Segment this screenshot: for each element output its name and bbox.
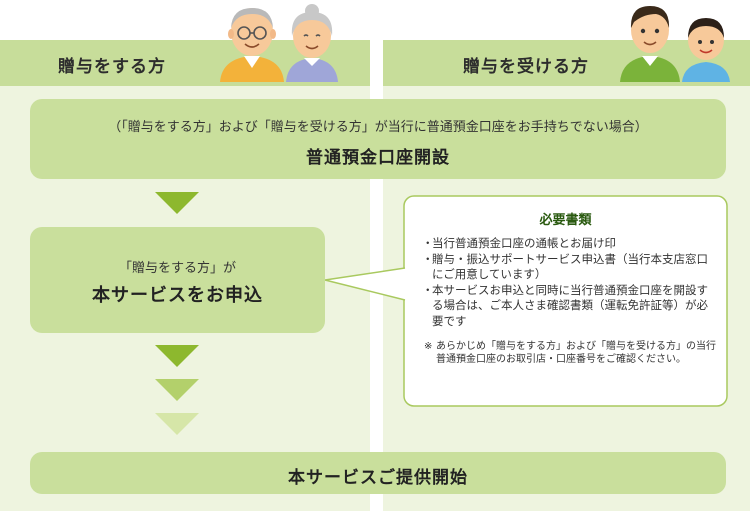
- list-item: ・当行普通預金口座の通帳とお届け印: [422, 236, 616, 250]
- down-arrow-icon: [155, 192, 199, 214]
- note-mark-icon: ※: [424, 341, 433, 352]
- list-item: ・本サービスお申込と同時に当行普通預金口座を開設する場合は、ご本人さま確認書類（…: [422, 282, 708, 328]
- giver-header-label: 贈与をする方: [58, 57, 166, 77]
- down-arrow-icon: [155, 345, 199, 367]
- step-apply-service: 「贈与をする方」が 本サービスをお申込: [30, 227, 325, 333]
- apply-action: 本サービスをお申込: [92, 285, 263, 306]
- service-start-title: 本サービスご提供開始: [288, 468, 468, 488]
- bullet-icon: ・: [422, 236, 434, 250]
- step-service-start: 本サービスご提供開始: [30, 452, 726, 494]
- down-arrow-icon: [155, 379, 199, 401]
- bullet-icon: ・: [422, 251, 434, 266]
- apply-subject: 「贈与をする方」が: [118, 261, 236, 276]
- required-documents-panel: 必要書類 ・当行普通預金口座の通帳とお届け印 ・贈与・振込サポートサービス申込書…: [404, 196, 727, 406]
- required-documents-title: 必要書類: [539, 213, 592, 228]
- step-open-account: （「贈与をする方」および「贈与を受ける方」が当行に普通預金口座をお手持ちでない場…: [30, 99, 726, 179]
- required-documents-note: ※あらかじめ「贈与をする方」および「贈与を受ける方」の当行普通預金口座のお取引店…: [424, 341, 716, 365]
- list-item: ・贈与・振込サポートサービス申込書（当行本支店窓口にご用意しています）: [422, 251, 708, 282]
- open-account-condition-note: （「贈与をする方」および「贈与を受ける方」が当行に普通預金口座をお手持ちでない場…: [108, 120, 648, 135]
- open-account-title: 普通預金口座開設: [306, 148, 450, 168]
- required-documents-list: ・当行普通預金口座の通帳とお届け印 ・贈与・振込サポートサービス申込書（当行本支…: [422, 236, 717, 329]
- bullet-icon: ・: [422, 282, 434, 297]
- father-and-son-icon: [616, 0, 740, 82]
- receiver-header-label: 贈与を受ける方: [463, 57, 589, 77]
- elderly-couple-icon: [212, 0, 342, 82]
- down-arrow-icon: [155, 413, 199, 435]
